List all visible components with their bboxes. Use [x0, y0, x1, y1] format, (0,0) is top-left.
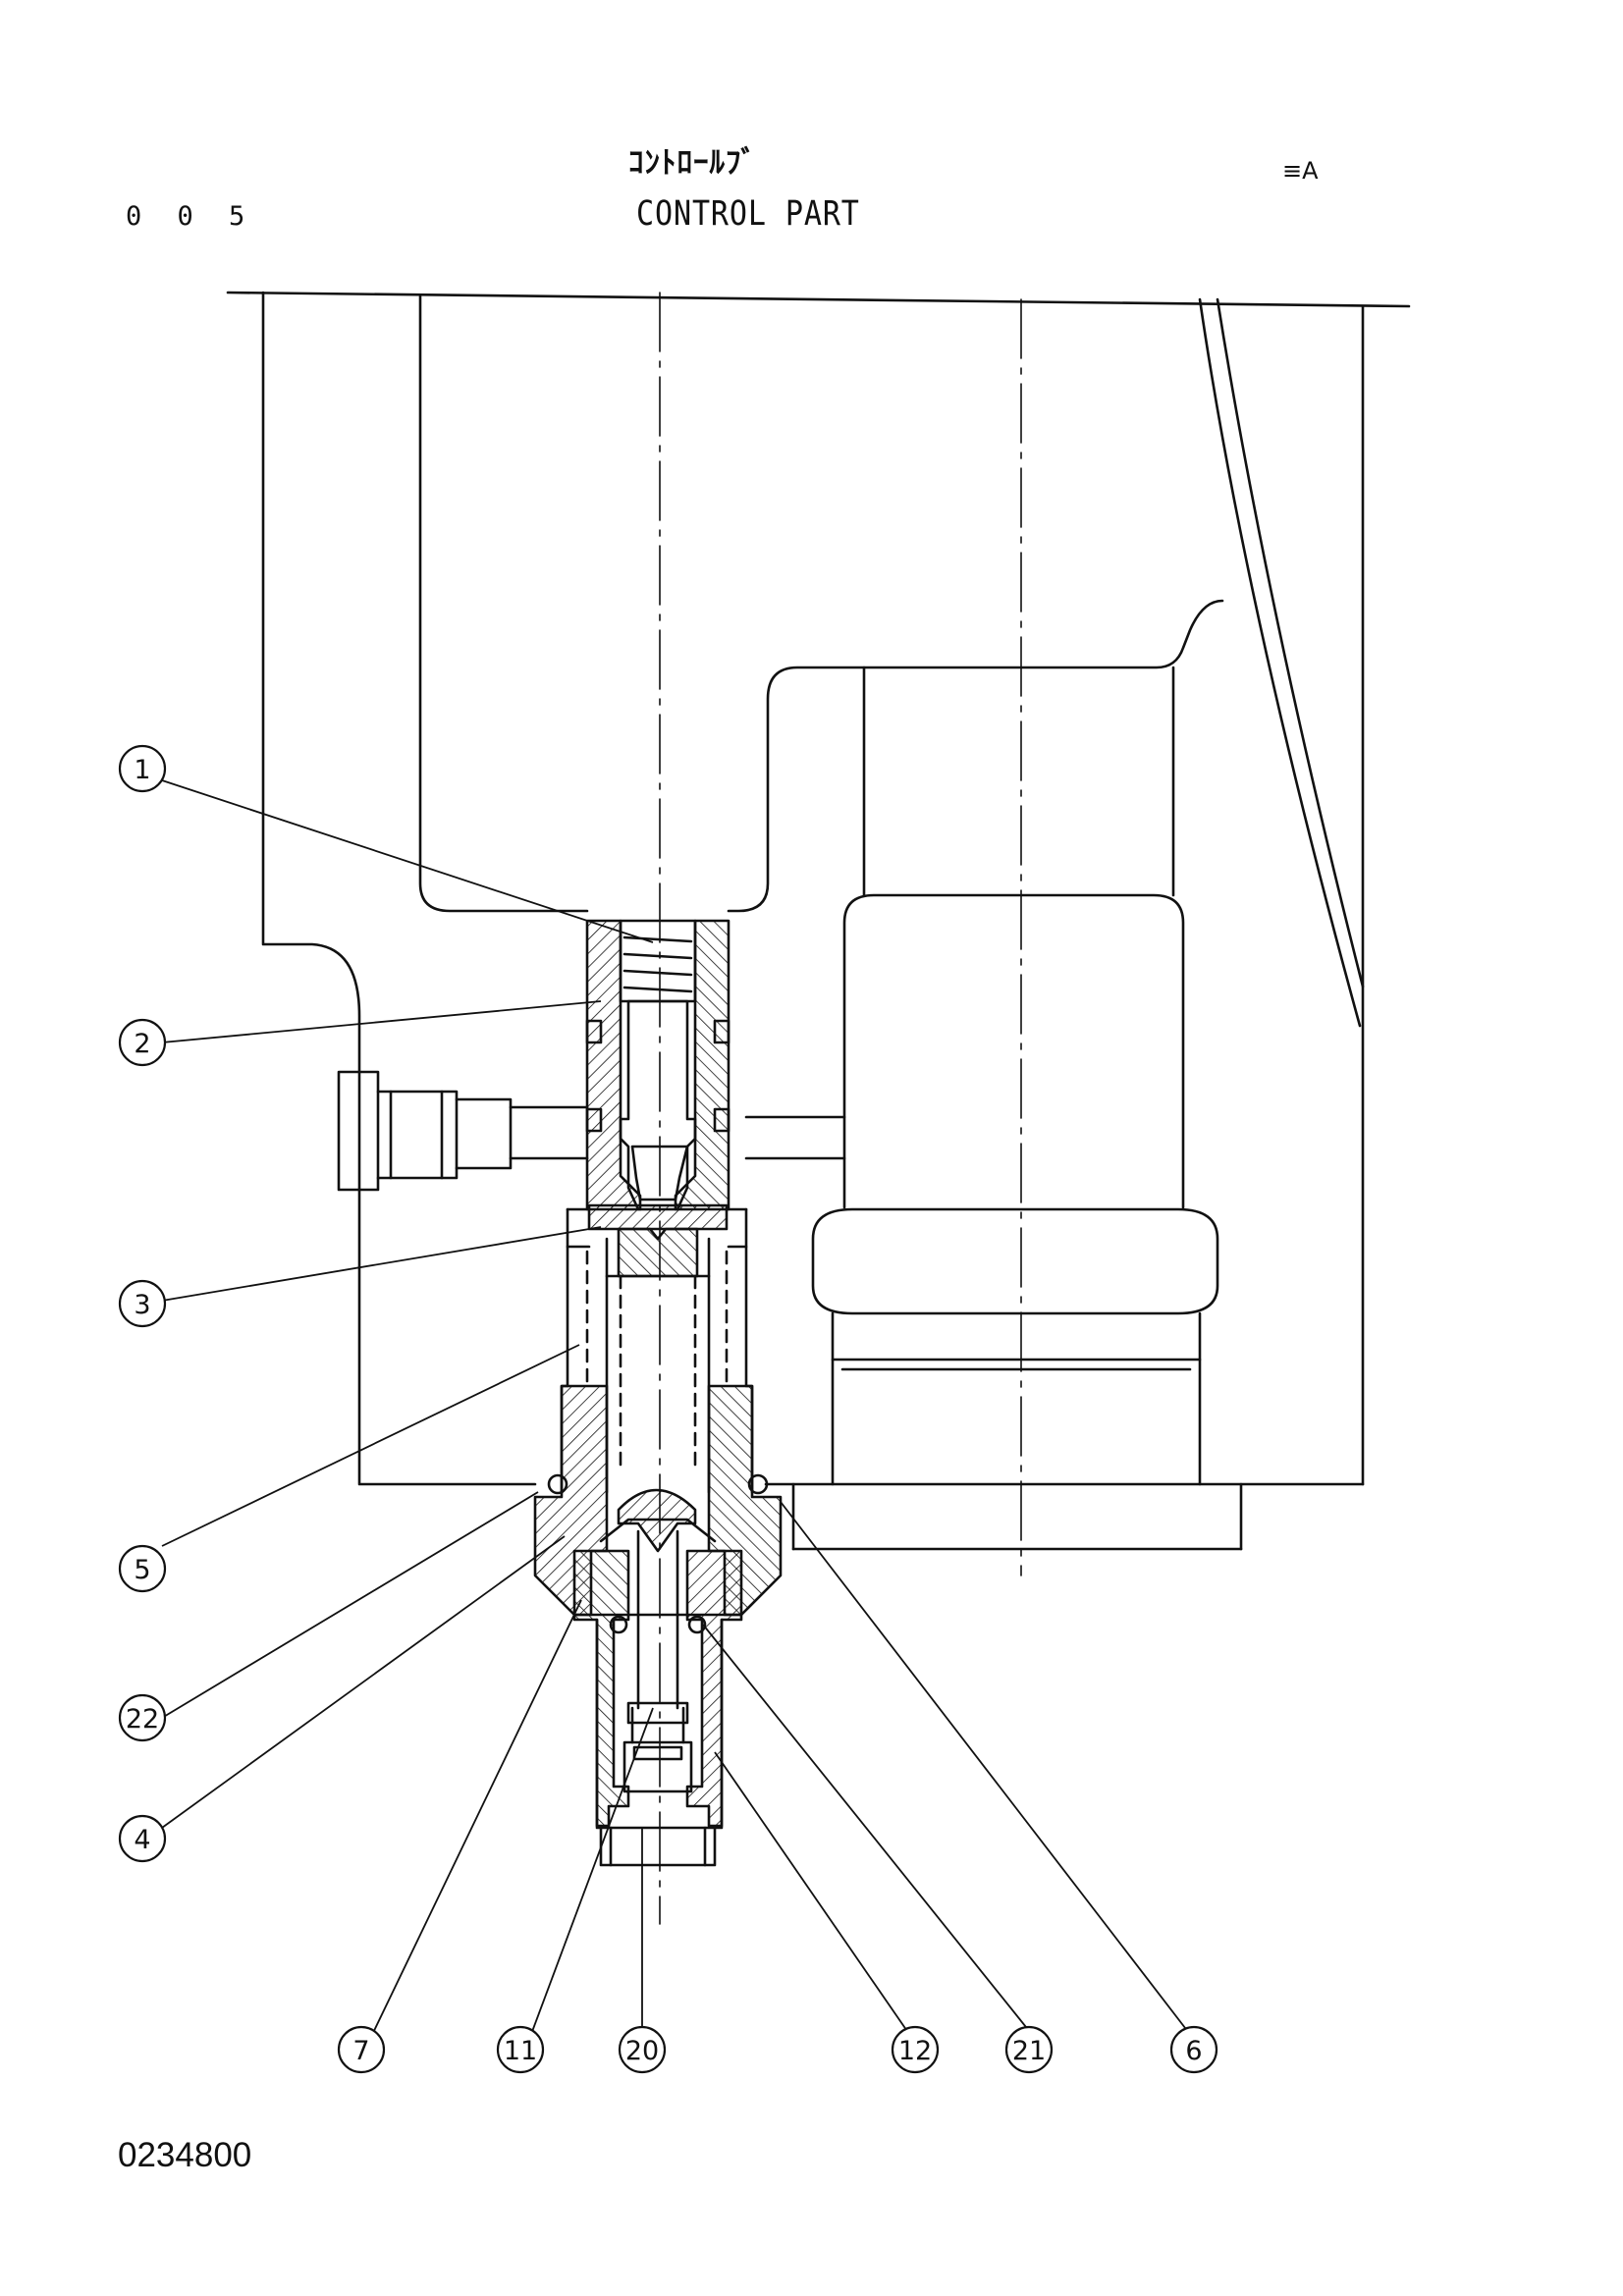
- callout-group: 1 2 3 5 22 4 7 11 20 12 21 6: [118, 744, 1218, 2074]
- svg-text:4: 4: [134, 1825, 150, 1855]
- svg-text:3: 3: [134, 1290, 150, 1320]
- svg-text:5: 5: [134, 1555, 150, 1585]
- callout-6: 6: [1169, 2025, 1218, 2074]
- svg-text:2: 2: [134, 1029, 150, 1059]
- callout-2: 2: [118, 1018, 167, 1067]
- housing-outline: [261, 291, 537, 1486]
- callout-12: 12: [891, 2025, 940, 2074]
- title-english: CONTROL PART: [636, 194, 860, 234]
- callout-4: 4: [118, 1814, 167, 1863]
- callout-21: 21: [1004, 2025, 1054, 2074]
- callout-7: 7: [337, 2025, 386, 2074]
- drawing-number: 0234800: [118, 2136, 252, 2174]
- callout-5: 5: [118, 1544, 167, 1593]
- title-japanese: ｺﾝﾄﾛｰﾙﾌﾞ: [628, 145, 757, 181]
- callout-1: 1: [118, 744, 167, 793]
- upper-valve-body: [585, 919, 642, 1211]
- callout-22: 22: [118, 1693, 167, 1742]
- svg-text:7: 7: [352, 2036, 369, 2066]
- svg-text:11: 11: [504, 2036, 537, 2066]
- callout-11: 11: [496, 2025, 545, 2074]
- svg-text:21: 21: [1012, 2036, 1046, 2066]
- page-number: 0 0 5: [126, 201, 255, 232]
- corner-mark: ≡A: [1282, 157, 1319, 185]
- callout-20: 20: [618, 2025, 667, 2074]
- svg-text:22: 22: [126, 1704, 159, 1735]
- svg-text:6: 6: [1185, 2036, 1202, 2066]
- svg-text:1: 1: [134, 755, 150, 785]
- svg-text:20: 20: [625, 2036, 659, 2066]
- callout-3: 3: [118, 1279, 167, 1328]
- svg-text:12: 12: [898, 2036, 932, 2066]
